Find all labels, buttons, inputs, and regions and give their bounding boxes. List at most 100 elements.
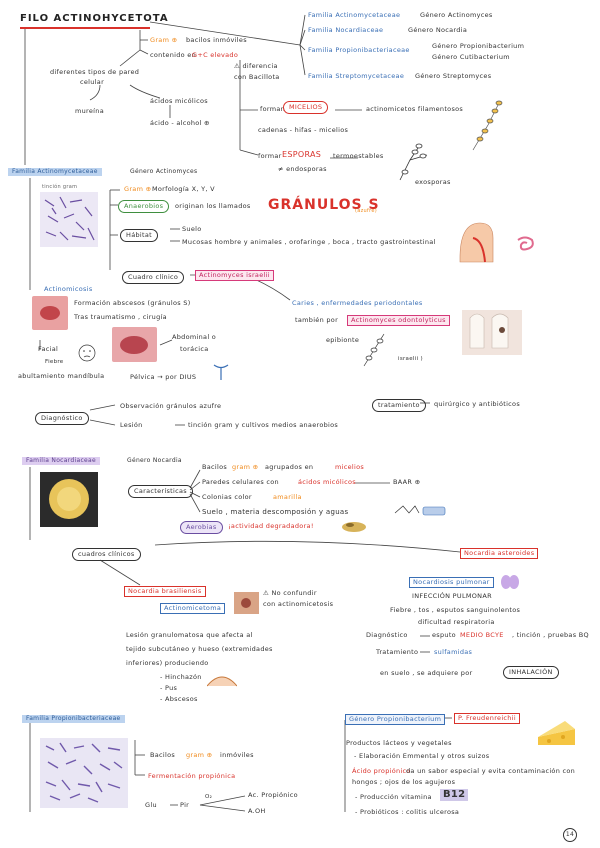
contenido-en: contenido en — [150, 51, 197, 59]
forman: forman — [260, 105, 286, 113]
observacion: Observación gránulos azufre — [120, 402, 222, 410]
gc-elevado: G+C elevado — [192, 51, 239, 59]
actino-gram: Gram ⊕ — [124, 185, 152, 193]
family-nocardiaceae: Familia Nocardiaceae — [308, 26, 384, 34]
tincion-gram-label: tinción gram — [42, 184, 78, 190]
sick-face-icon — [78, 344, 96, 362]
nocardia-diagnostico: Diagnóstico — [366, 631, 408, 639]
ac-propionico: Ac. Propiónico — [248, 791, 298, 799]
nocardia-tratamiento: Tratamiento — [376, 648, 419, 656]
con-bacillota: con Bacillota — [234, 73, 280, 81]
hongos: hongos ; ojos de los agujeros — [352, 778, 456, 786]
caracteristicas-badge: Características — [128, 485, 193, 498]
cuadro-clinico-badge: Cuadro clínico — [122, 271, 185, 284]
o2: O₂ — [205, 794, 213, 800]
family-streptomycetaceae: Familia Streptomycetaceae — [308, 72, 405, 80]
b12-badge: B12 — [440, 789, 469, 801]
lesion-granulomatosa-3: inferiores) produciendo — [126, 659, 209, 667]
bacilos-inmoviles: bacilos inmóviles — [186, 36, 247, 44]
nocardia-colony-image — [40, 472, 98, 527]
productos: Productos lácteos y vegetales — [346, 739, 452, 747]
gram-positive: Gram ⊕ — [150, 36, 178, 44]
cuadros-clinicos-badge: cuadros clínicos — [72, 548, 141, 561]
page-title: FILO ACTINOHYCETOTA — [20, 13, 169, 24]
diagnostico-badge: Diagnóstico — [35, 412, 89, 425]
endosporas: ≠ endosporas — [278, 165, 327, 173]
agrupados: agrupados en — [265, 463, 314, 471]
lesion: Lesión — [120, 421, 143, 429]
family-actinomycetaceae: Familia Actinomycetaceae — [308, 11, 401, 19]
tincion-pruebas: , tinción , pruebas BQ — [512, 631, 589, 639]
water-icon — [394, 505, 446, 516]
toracica: torácica — [180, 345, 209, 353]
tambien-por: también por — [295, 316, 339, 324]
family-propionibacteriaceae: Familia Propionibacteriaceae — [308, 46, 410, 54]
abdominal: Abdominal o — [172, 333, 217, 341]
inhalacion-badge: INHALACIÓN — [503, 666, 559, 679]
acidos-micolicos: ácidos micólicos — [150, 97, 208, 105]
epibionte: epibionte — [326, 336, 360, 344]
pir: Pir — [180, 801, 190, 809]
tincion-cultivos: tinción gram y cultivos medios anaerobio… — [188, 421, 339, 429]
propionibacteriaceae-header: Familia Propionibacteriaceae — [22, 715, 125, 723]
dificultad: dificultad respiratoria — [418, 618, 495, 626]
sulfamidas: sulfamidas — [434, 648, 473, 656]
diferencia: ⚠ diferencia — [234, 62, 278, 70]
foot-lesion-image — [234, 592, 259, 614]
israelii-label: Actinomyces israelii — [195, 270, 274, 281]
fermentacion: Fermentación propiónica — [148, 772, 236, 780]
spores-icon — [399, 143, 428, 181]
paredes: Paredes celulares con — [202, 478, 279, 486]
exosporas: exosporas — [415, 178, 451, 186]
head-anatomy-image — [459, 222, 494, 263]
actinomycetaceae-header: Familia Actinomycetaceae — [8, 168, 102, 176]
genus-cutibacterium: Género Cutibacterium — [432, 53, 510, 61]
tras: Tras traumatismo , cirugía — [74, 313, 167, 321]
sabor: da un sabor especial y evita contaminaci… — [406, 767, 576, 775]
formacion: Formación abscesos (gránulos S) — [74, 299, 191, 307]
genus-nocardia: Género Nocardia — [408, 26, 468, 34]
micelios-badge: MICELIOS — [283, 101, 329, 114]
habitat-badge: Hábitat — [120, 229, 158, 242]
israelii-small: israelii ) — [398, 356, 423, 362]
nocardia-fiebre: Fiebre , tos , esputos sanguinolentos — [390, 606, 521, 614]
granulos-s: GRÁNULOS S — [268, 197, 380, 213]
glu: Glu — [145, 801, 157, 809]
abdomen-lesion-image — [112, 327, 157, 362]
actividad: ¡actividad degradadora! — [228, 522, 314, 530]
acido-alcohol: ácido - alcohol ⊕ — [150, 119, 210, 127]
gram-stain-image — [40, 192, 98, 247]
caries: Caries , enfermedades periodontales — [292, 299, 423, 307]
formar: formar — [258, 152, 282, 160]
nocardia-gram: gram ⊕ — [232, 463, 259, 471]
brasiliensis-label: Nocardia brasiliensis — [124, 586, 206, 597]
propioni-gram-image — [40, 738, 128, 808]
fiebre: Fiebre — [45, 359, 64, 365]
odontolyticus-label: Actinomyces odontolyticus — [347, 315, 450, 326]
suelo: Suelo — [182, 225, 202, 233]
pelvica: Pélvica → por DIUS — [130, 373, 197, 381]
tratamiento-badge: tratamiento — [372, 399, 426, 412]
aoh: A.OH — [248, 807, 266, 815]
morfologia: Morfología X, Y, V — [152, 185, 215, 193]
genus-streptomyces: Género Streptomyces — [415, 72, 492, 80]
esporas: ESPORAS — [282, 150, 322, 159]
lungs-icon — [501, 575, 519, 589]
aerobias-badge: Aerobias — [180, 521, 223, 534]
cheese-image — [538, 721, 575, 745]
lesion-granulomatosa-1: Lesión granulomatosa que afecta al — [126, 631, 253, 639]
con-actinomicetosis: con actinomicetosis — [263, 600, 334, 608]
baar: BAAR ⊕ — [393, 478, 421, 486]
cadenas: cadenas - hifas - micelios — [258, 126, 349, 134]
hyphae-icon — [472, 100, 503, 151]
originan: originan los llamados — [175, 202, 251, 210]
no-confundir: ⚠ No confundir — [263, 589, 317, 597]
facial: Facial — [38, 345, 59, 353]
granulos-note: (azufre) — [355, 208, 377, 214]
lesion-granulomatosa-2: tejido subcutáneo y hueso (extremidades — [126, 645, 273, 653]
nocardiosis-label: Nocardiosis pulmonar — [409, 577, 494, 588]
medio-bcye: MEDIO BCYE — [460, 631, 504, 639]
swelling-icon — [207, 676, 237, 687]
amarilla: amarilla — [273, 493, 302, 501]
